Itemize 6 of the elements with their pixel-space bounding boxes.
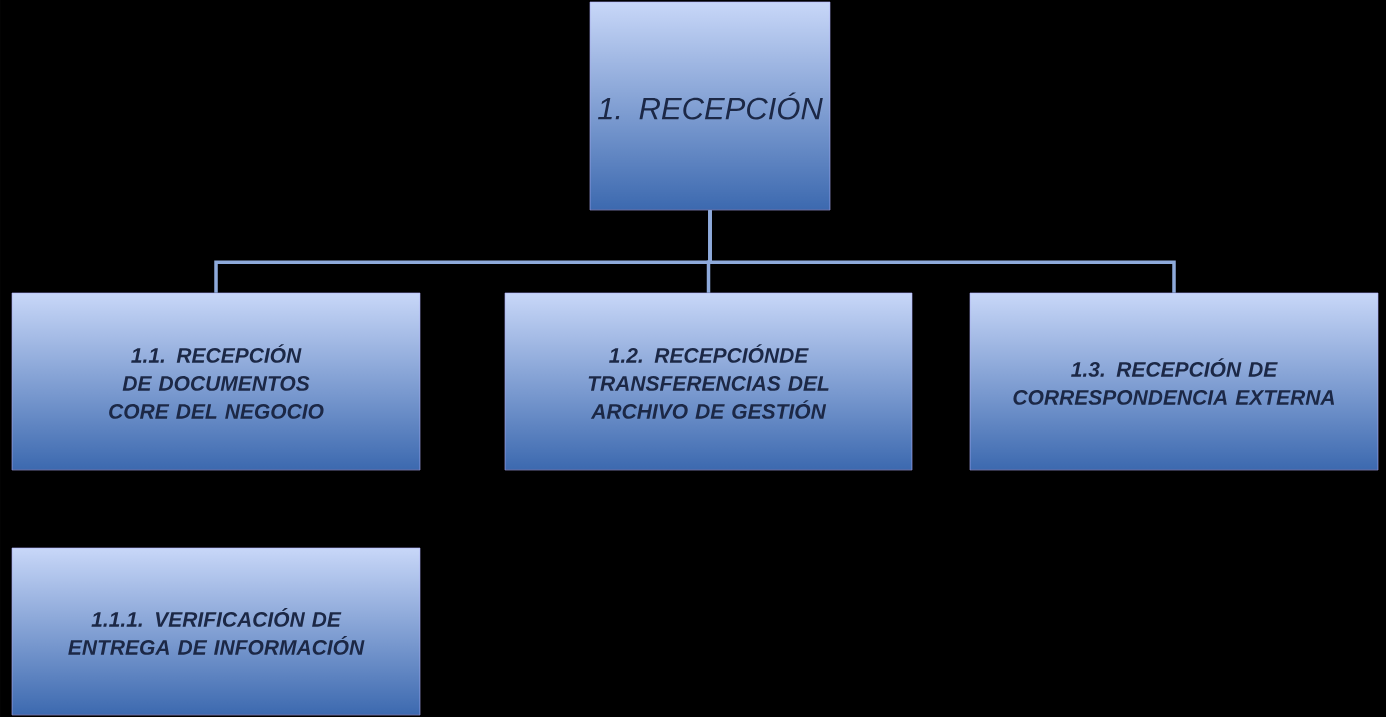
- title-box: 1. RECEPCIÓN: [589, 1, 831, 211]
- process-box: 1.3. RECEPCIÓN DE CORRESPONDENCIA EXTERNA: [969, 292, 1379, 471]
- process-box: 1.2. RECEPCIÓNDE TRANSFERENCIAS DEL ARCHIVO DE GESTIÓN: [504, 292, 913, 471]
- process-box: 1.1. RECEPCIÓN DE DOCUMENTOS CORE DEL NEGOCIO: [11, 292, 421, 471]
- process-box: 1.1.1. VERIFICACIÓN DE ENTREGA DE INFORMACIÓN: [11, 547, 421, 716]
- connector-line: [708, 210, 1176, 293]
